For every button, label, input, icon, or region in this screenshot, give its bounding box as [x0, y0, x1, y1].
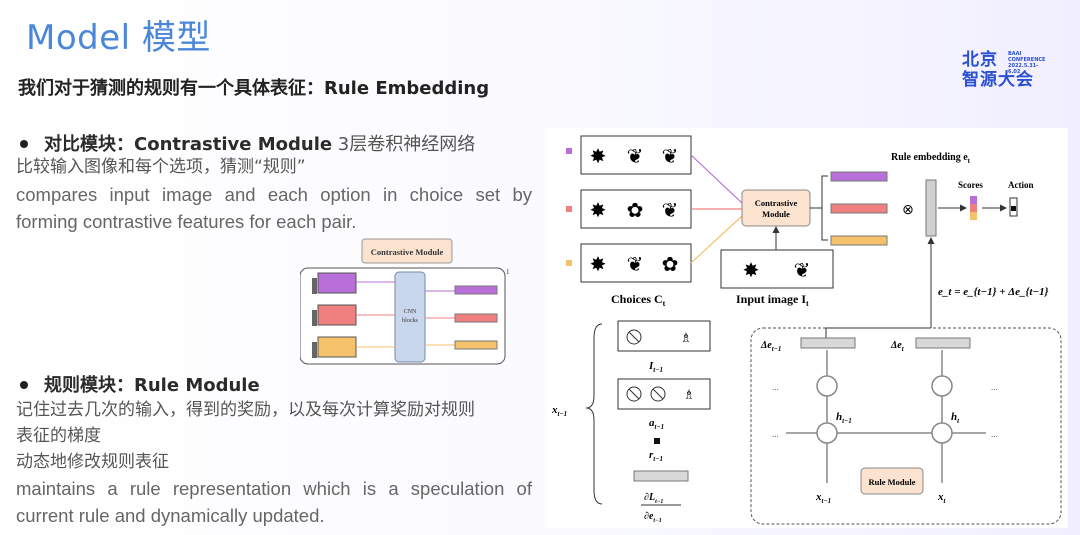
x-prev-label: xt−1 [551, 404, 567, 418]
svg-text:...: ... [991, 382, 998, 392]
contrastive-zh-desc: 比较输入图像和每个选项，猜测“规则” [16, 157, 306, 177]
logo-small1: BAAI [1008, 51, 1022, 57]
input-image-box [720, 249, 834, 289]
rule-module-box [860, 467, 924, 495]
small-cnn-box [394, 271, 426, 363]
svg-text:❦: ❦ [627, 146, 644, 168]
small-header-text: Contrastive Module [371, 247, 444, 257]
rule-embedding-label: Rule embedding et [891, 152, 971, 165]
contrastive-module-line2: Module [762, 209, 790, 219]
logo-line1: 北京 [962, 50, 998, 70]
rule-title: 规则模块：Rule Module [44, 375, 260, 396]
small-contrastive-diagram: Contrastive Module 1 CNN blocks [300, 238, 510, 365]
page-subtitle: 我们对于猜测的规则有一个具体表征：Rule Embedding [18, 78, 490, 99]
x-in-prev-label: xt−1 [815, 491, 831, 505]
conference-logo: 北京 BAAI CONFERENCE 2022.5.31-6.02 智源大会 [962, 50, 1050, 90]
small-cnn-line1: CNN [404, 309, 417, 315]
contrastive-title: 对比模块：Contrastive Module [44, 134, 333, 155]
logo-small3: 2022.5.31-6.02 [1008, 63, 1039, 75]
contrastive-heading: 对比模块：Contrastive Module 3层卷积神经网络 [14, 130, 475, 156]
glyph: ✸ [590, 146, 607, 168]
svg-text:...: ... [991, 429, 998, 439]
page-title: Model 模型 [26, 18, 211, 58]
x-t-label: xt [937, 491, 947, 505]
rule-zh-line1: 记住过去几次的输入，得到的奖励，以及每次计算奖励对规则 [16, 400, 475, 420]
bullet-dot [20, 139, 28, 148]
logo-small-text: BAAI CONFERENCE 2022.5.31-6.02 [1008, 51, 1050, 75]
svg-text:♗: ♗ [680, 330, 692, 345]
a-prev-label: at−1 [649, 417, 664, 431]
contrastive-en-desc: compares input image and each option in … [16, 184, 532, 232]
contrastive-module-line1: Contrastive [755, 198, 798, 208]
r-prev-label: rt−1 [649, 449, 663, 463]
update-equation: e_t = e_{t−1} + Δe_{t−1} [938, 286, 1049, 298]
svg-text:❦: ❦ [662, 146, 679, 168]
svg-text:❦: ❦ [627, 254, 644, 276]
architecture-diagram: ✸ ❦ ❦ ✸ ✿ ❦ ✸ ❦ ✿ Choices Ct Contrastive… [546, 128, 1068, 528]
choices-label: Choices Ct [611, 292, 666, 308]
dots: ... [772, 382, 779, 392]
svg-text:♗: ♗ [683, 387, 695, 402]
rule-embedding-bar [925, 179, 937, 237]
rule-module-label: Rule Module [869, 477, 916, 487]
bullet-dot [20, 380, 28, 389]
otimes-symbol: ⊗ [902, 203, 914, 218]
svg-text:✸: ✸ [743, 260, 760, 282]
small-cnn-line2: blocks [402, 318, 418, 324]
choices-group: ✸ ❦ ❦ ✸ ✿ ❦ ✸ ❦ ✿ Choices Ct [566, 135, 692, 308]
svg-text:✿: ✿ [627, 200, 644, 222]
rule-module-frame [750, 327, 1062, 525]
svg-text:✸: ✸ [590, 200, 607, 222]
svg-text:❦: ❦ [662, 200, 679, 222]
rule-zh-line3: 动态地修改规则表征 [16, 452, 169, 472]
svg-text:✿: ✿ [662, 254, 679, 276]
rule-heading: 规则模块：Rule Module [14, 371, 260, 397]
contrastive-module-box [741, 189, 811, 227]
I-prev-label: It−1 [648, 360, 663, 374]
grad-numerator: ∂Lt−1 [644, 492, 663, 505]
logo-small2: CONFERENCE [1008, 57, 1046, 63]
svg-text:❦: ❦ [794, 260, 811, 282]
rule-zh-line2: 表征的梯度 [16, 426, 101, 446]
rule-en-desc: maintains a rule representation which is… [16, 478, 532, 526]
delta-t-label: Δet [890, 340, 905, 353]
svg-text:...: ... [772, 429, 779, 439]
input-image-label: Input image It [736, 292, 809, 308]
svg-text:✸: ✸ [590, 254, 607, 276]
h-prev-label: ht−1 [836, 411, 852, 425]
rnn-cells [786, 350, 986, 483]
delta-prev-label: Δet−1 [760, 340, 781, 353]
small-corner: 1 [506, 268, 510, 276]
logo-line2: 智源大会 [962, 70, 1034, 90]
action-label: Action [1008, 180, 1034, 190]
small-header-box [361, 238, 453, 264]
small-rows [312, 272, 498, 358]
grad-denominator: ∂et−1 [644, 511, 662, 524]
scores-label: Scores [958, 180, 983, 190]
contrastive-title-extra: 3层卷积神经网络 [332, 134, 476, 155]
h-t-label: ht [951, 411, 960, 425]
